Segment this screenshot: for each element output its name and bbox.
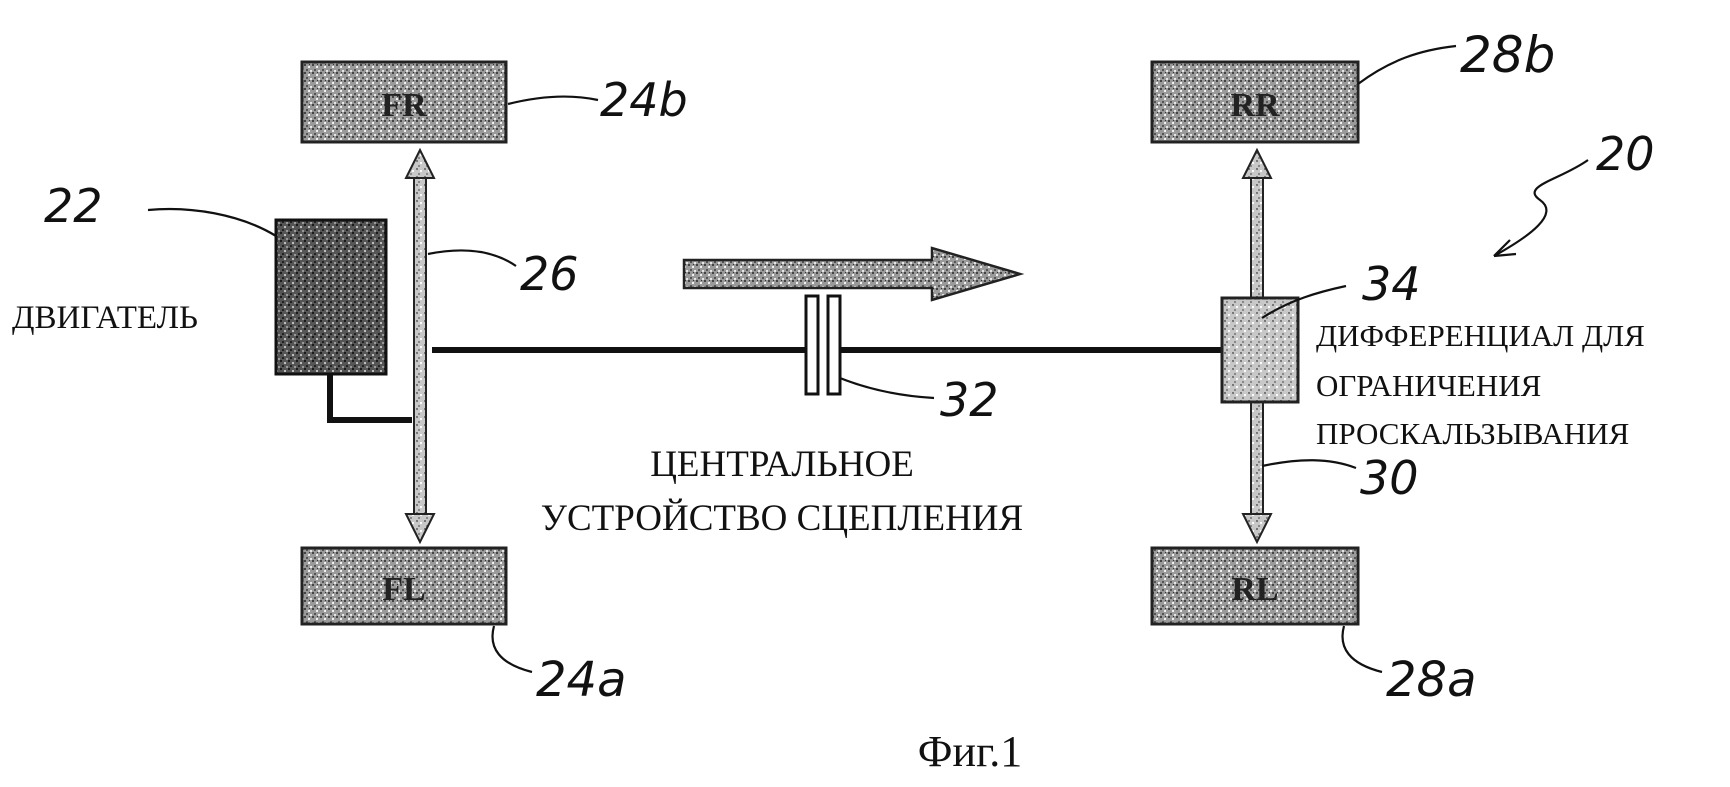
front-axle: [404, 147, 436, 545]
ref-26: 26: [520, 247, 579, 301]
wheel-rear-left-label: RL: [1231, 571, 1278, 608]
ref-28a: 28a: [1386, 652, 1477, 708]
limited-slip-differential: [1220, 296, 1300, 404]
center-clutch-label-line1: ЦЕНТРАЛЬНОЕ: [650, 444, 914, 485]
wheel-front-right: FR: [300, 60, 508, 144]
wheel-front-left: FL: [300, 546, 508, 626]
wheel-rear-left: RL: [1150, 546, 1360, 626]
figure-caption: Фиг.1: [918, 727, 1022, 776]
center-clutch: [804, 294, 842, 396]
wheel-rear-right: RR: [1150, 60, 1360, 144]
wheel-front-right-label: FR: [381, 87, 427, 124]
ref-28b: 28b: [1460, 26, 1555, 84]
ref-24a: 24a: [536, 652, 627, 708]
ref-30: 30: [1360, 451, 1419, 505]
ref-20: 20: [1596, 127, 1655, 181]
center-clutch-label-line2: УСТРОЙСТВО СЦЕПЛЕНИЯ: [541, 497, 1023, 539]
lsd-label-line2: ОГРАНИЧЕНИЯ: [1316, 368, 1541, 403]
forward-direction-arrow: [682, 246, 1025, 302]
lsd-label-line3: ПРОСКАЛЬЗЫВАНИЯ: [1316, 416, 1629, 451]
reference-leaders: [147, 44, 1589, 674]
engine-label: ДВИГАТЕЛЬ: [12, 300, 198, 336]
wheel-front-left-label: FL: [382, 571, 425, 608]
ref-32: 32: [940, 373, 999, 427]
engine-block: [274, 218, 412, 423]
ref-24b: 24b: [600, 73, 688, 127]
ref-22: 22: [44, 179, 103, 233]
ref-34: 34: [1362, 257, 1421, 311]
lsd-label-line1: ДИФФЕРЕНЦИАЛ ДЛЯ: [1316, 318, 1645, 353]
wheel-rear-right-label: RR: [1230, 87, 1280, 124]
